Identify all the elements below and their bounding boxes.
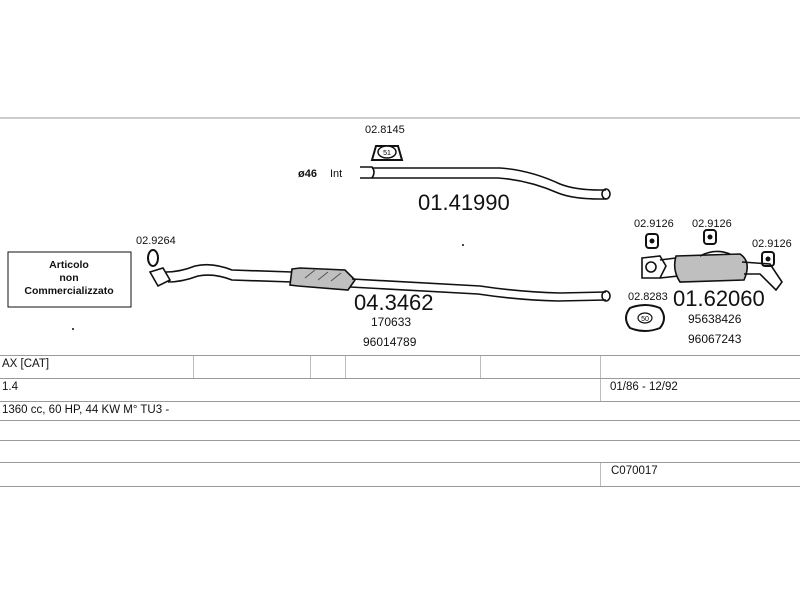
clamp-top-icon: 51 bbox=[370, 145, 404, 161]
rubber-mount-3-icon bbox=[761, 251, 775, 267]
middle-silencer-ref-2: 96014789 bbox=[363, 335, 417, 349]
not-available-notice-box bbox=[7, 251, 132, 308]
notice-line-1: Articolo bbox=[49, 259, 89, 271]
pipe-diameter-label: ø46 bbox=[298, 168, 317, 180]
vehicle-spec: 1360 cc, 60 HP, 44 KW M° TU3 - bbox=[2, 404, 170, 416]
pipe-diameter-suffix: Int bbox=[330, 168, 342, 180]
vehicle-code: C070017 bbox=[611, 465, 658, 477]
clamp-top-part-number: 02.8145 bbox=[365, 124, 405, 136]
middle-silencer-ref-1: 170633 bbox=[371, 315, 411, 329]
front-pipe-part-number: 01.41990 bbox=[418, 190, 510, 215]
rear-clamp-badge: 50 bbox=[641, 316, 649, 323]
vehicle-model: AX [CAT] bbox=[2, 358, 50, 370]
rear-silencer-icon bbox=[641, 250, 783, 292]
middle-silencer-part-number: 04.3462 bbox=[354, 290, 434, 315]
rear-clamp-icon: 50 bbox=[625, 304, 665, 332]
middle-silencer-icon bbox=[148, 263, 611, 302]
rubber-mount-2-icon bbox=[703, 229, 717, 245]
clamp-top-badge: 51 bbox=[383, 150, 391, 157]
rubber-mount-2-part-number: 02.9126 bbox=[692, 218, 732, 230]
rear-clamp-part-number: 02.8283 bbox=[628, 291, 668, 303]
vehicle-engine: 1.4 bbox=[2, 381, 18, 393]
rubber-mount-1-part-number: 02.9126 bbox=[634, 218, 674, 230]
rubber-mount-1-icon bbox=[645, 233, 659, 249]
rear-silencer-part-number: 01.62060 bbox=[673, 286, 765, 311]
notice-line-2: non bbox=[59, 272, 78, 284]
front-pipe-icon bbox=[360, 166, 611, 200]
notice-line-3: Commercializzato bbox=[24, 285, 113, 297]
rear-silencer-ref-2: 96067243 bbox=[688, 332, 742, 346]
gasket-part-number: 02.9264 bbox=[136, 235, 176, 247]
rubber-mount-3-part-number: 02.9126 bbox=[752, 238, 792, 250]
rear-silencer-ref-1: 95638426 bbox=[688, 312, 742, 326]
gasket-icon bbox=[147, 249, 159, 267]
vehicle-period: 01/86 - 12/92 bbox=[610, 381, 678, 393]
